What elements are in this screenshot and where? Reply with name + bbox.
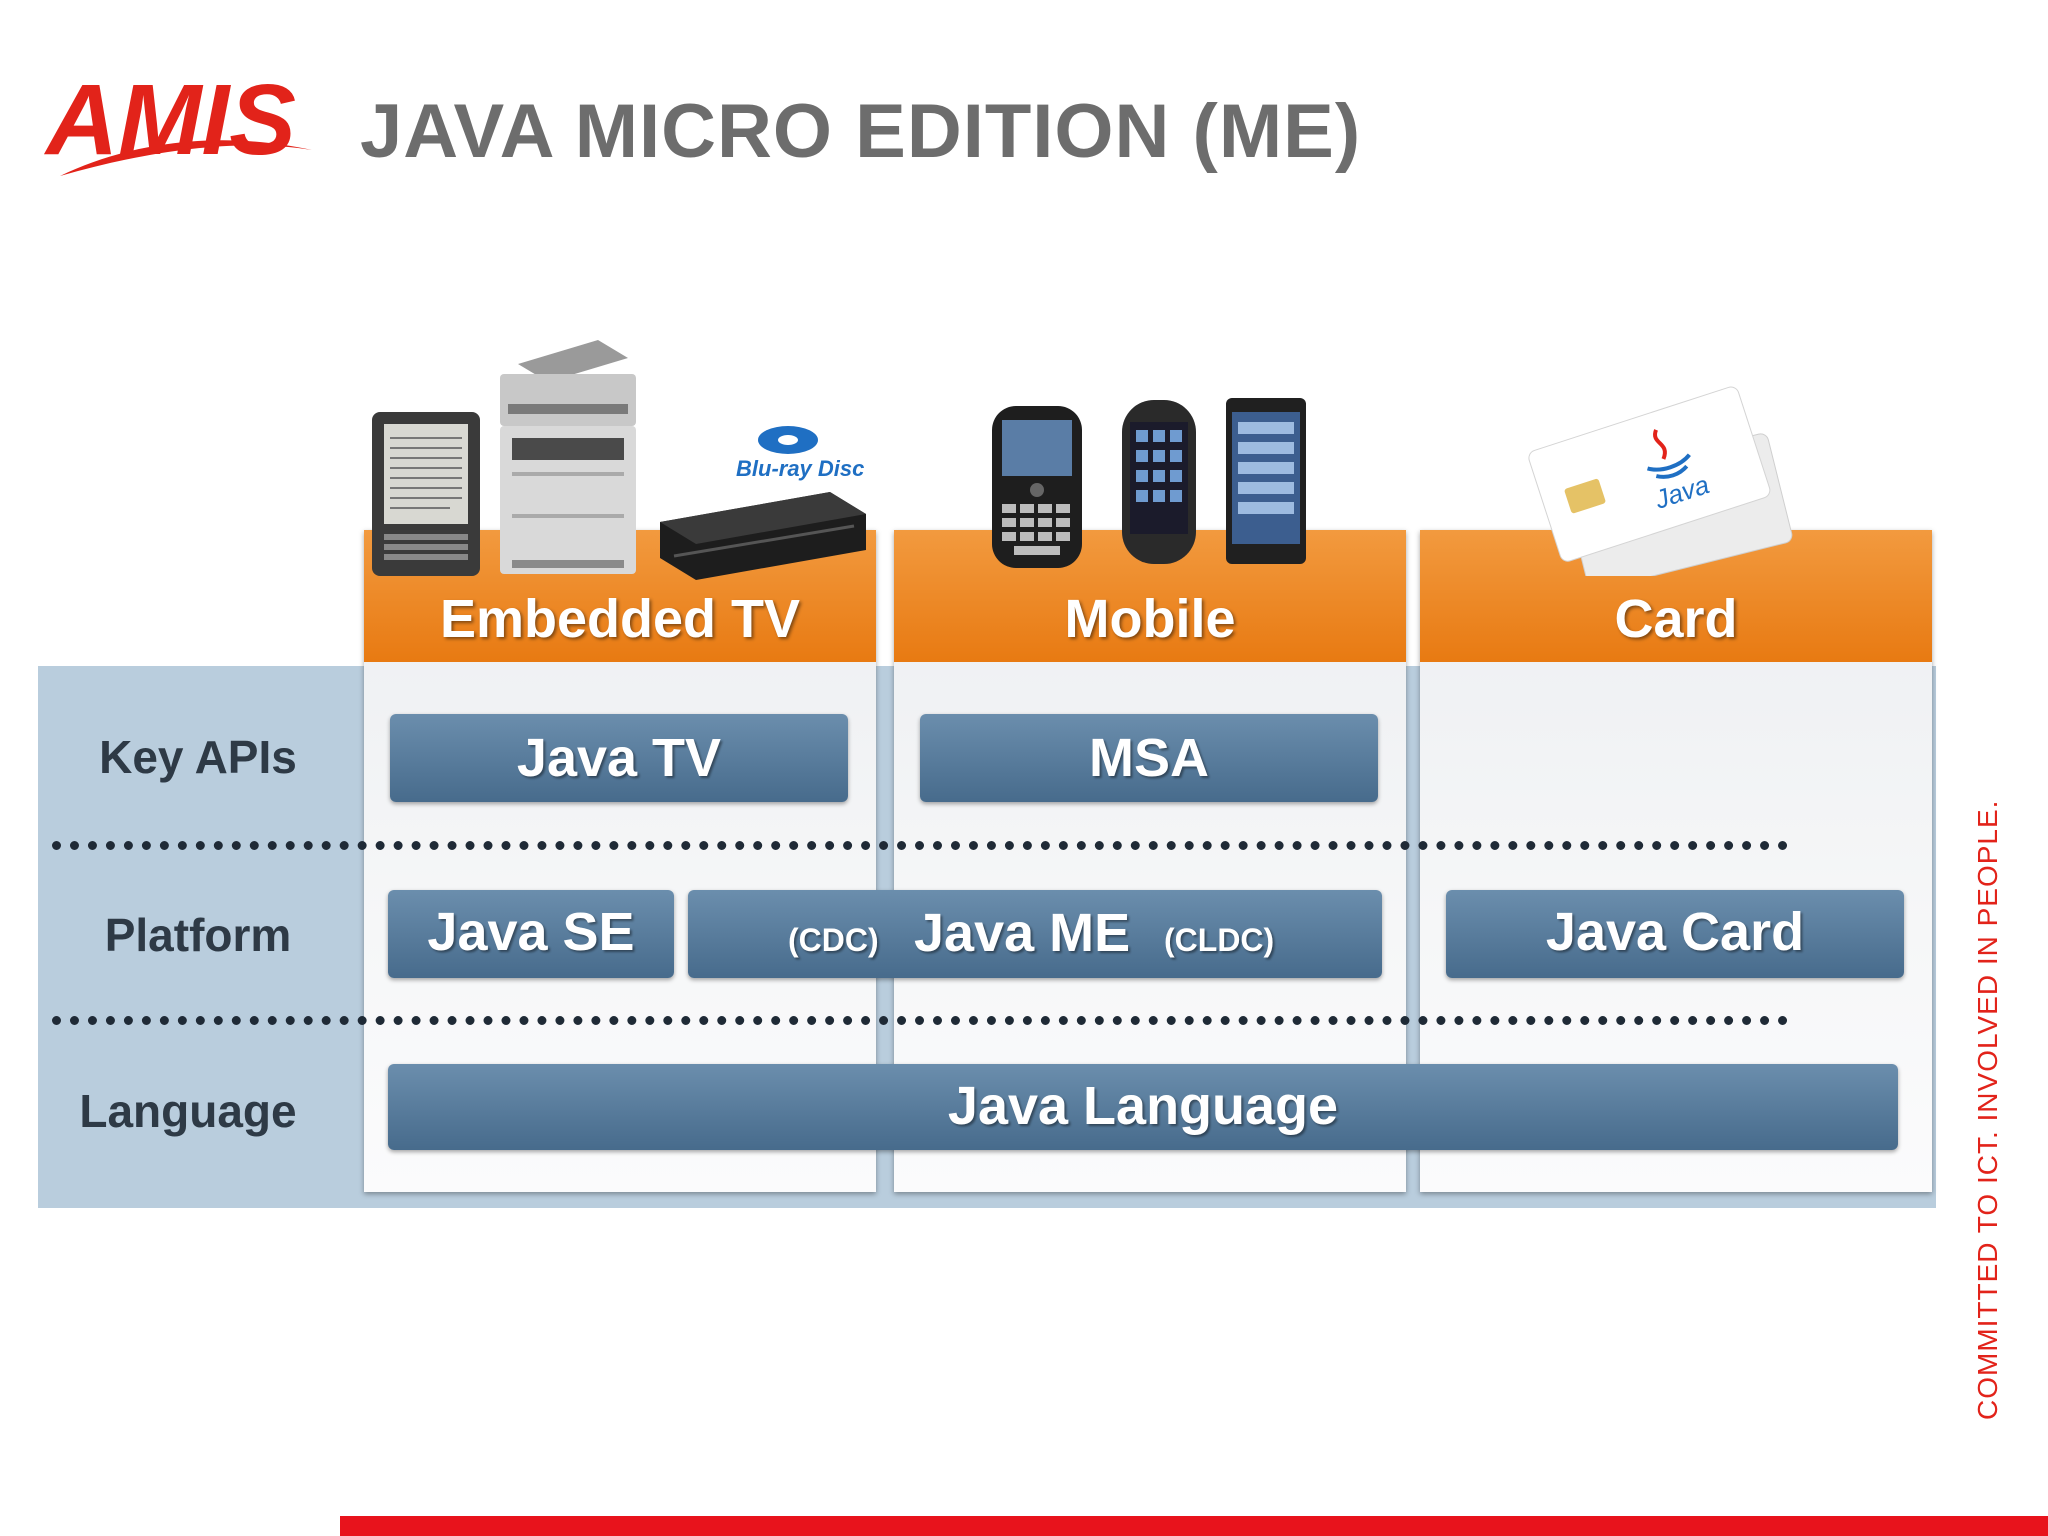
separator-dotted: [52, 1016, 1788, 1025]
amis-logo: AMIS: [43, 64, 312, 176]
printer-icon: [500, 340, 636, 574]
box-java-card: Java Card: [1446, 890, 1904, 978]
java-card-icon: Java: [1528, 386, 1793, 576]
box-java-se: Java SE: [388, 890, 674, 978]
separator-dotted: [52, 841, 1788, 850]
bluray-logo-text: Blu-ray Disc: [736, 456, 864, 481]
box-java-me: (CDC) Java ME (CLDC): [688, 890, 1382, 978]
label-cdc: (CDC): [788, 922, 879, 958]
blackberry-icon: [992, 406, 1082, 568]
logo-swoosh: [60, 140, 312, 176]
box-java-tv: Java TV: [390, 714, 848, 802]
touch-phone-icon: [1122, 400, 1196, 564]
label-cldc: (CLDC): [1164, 922, 1275, 958]
page-title: JAVA MICRO EDITION (ME): [360, 89, 1362, 174]
bottom-accent-bar: [340, 1516, 2048, 1536]
bluray-player-icon: Blu-ray Disc: [660, 426, 866, 580]
row-label-key-apis: Key APIs: [99, 731, 297, 783]
row-label-language: Language: [79, 1085, 297, 1137]
row-label-platform: Platform: [104, 909, 292, 961]
box-msa: MSA: [920, 714, 1378, 802]
column-title-mobile: Mobile: [1064, 589, 1236, 649]
logo-text: AMIS: [43, 64, 296, 176]
side-tagline: COMMITTED TO ICT. INVOLVED IN PEOPLE.: [1972, 799, 2003, 1420]
box-java-language: Java Language: [388, 1064, 1898, 1150]
smartphone-icon: [1226, 398, 1306, 564]
label-java-me: Java ME: [914, 903, 1131, 963]
ereader-icon: [372, 412, 480, 576]
column-title-embedded-tv: Embedded TV: [439, 589, 801, 649]
column-title-card: Card: [1614, 589, 1738, 649]
